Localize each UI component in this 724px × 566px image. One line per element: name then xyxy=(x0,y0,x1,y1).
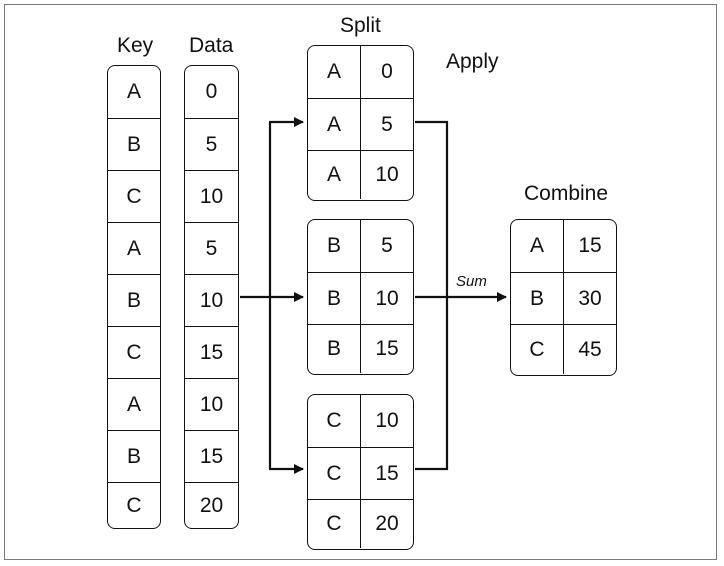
data-row: 10 xyxy=(185,378,238,430)
apply-header: Apply xyxy=(446,50,499,73)
combine-row: C 45 xyxy=(511,324,616,374)
data-row: 20 xyxy=(185,482,238,528)
split-value-cell: 5 xyxy=(360,220,413,272)
split-key-cell: A xyxy=(326,60,341,83)
split-key-cell: B xyxy=(326,286,341,310)
data-cell: 0 xyxy=(205,80,218,103)
split-group-a: A 0 A 5 A 10 xyxy=(307,45,414,201)
data-row: 5 xyxy=(185,118,238,170)
combine-value-cell: 15 xyxy=(563,220,616,272)
key-row: C xyxy=(108,326,160,378)
split-key-cell: C xyxy=(326,512,342,535)
combine-row: B 30 xyxy=(511,272,616,324)
key-header: Key xyxy=(117,34,154,57)
key-cell: B xyxy=(126,132,141,156)
data-row: 10 xyxy=(185,274,238,326)
split-value-cell: 20 xyxy=(360,500,413,548)
key-cell: C xyxy=(126,494,142,517)
data-cell: 10 xyxy=(199,288,224,312)
split-group-b: B 5 B 10 B 15 xyxy=(307,219,414,375)
split-key-cell: A xyxy=(326,163,341,186)
key-row: A xyxy=(108,66,160,118)
key-table: A B C A B C A B C xyxy=(107,65,161,529)
split-row: A 5 xyxy=(308,98,413,150)
split-key-cell: B xyxy=(326,337,341,360)
key-cell: C xyxy=(126,184,142,208)
key-row: A xyxy=(108,222,160,274)
key-row: C xyxy=(108,482,160,528)
data-cell: 20 xyxy=(199,494,224,517)
key-row: C xyxy=(108,170,160,222)
data-cell: 10 xyxy=(199,392,224,416)
split-value-cell: 10 xyxy=(360,151,413,199)
split-row: B 15 xyxy=(308,324,413,373)
split-key-cell: C xyxy=(326,409,342,432)
combine-row: A 15 xyxy=(511,220,616,272)
key-cell: A xyxy=(126,236,141,260)
split-row: C 20 xyxy=(308,499,413,548)
split-value-cell: 15 xyxy=(360,325,413,373)
data-cell: 15 xyxy=(199,444,224,468)
combine-key-cell: A xyxy=(529,234,544,257)
data-cell: 10 xyxy=(199,184,224,208)
data-row: 5 xyxy=(185,222,238,274)
split-row: A 0 xyxy=(308,46,413,98)
combine-key-cell: C xyxy=(529,337,545,361)
split-key-cell: A xyxy=(326,112,341,136)
split-header: Split xyxy=(340,14,381,37)
split-value-cell: 15 xyxy=(360,448,413,499)
split-value-cell: 10 xyxy=(360,395,413,447)
figure-frame xyxy=(4,4,717,560)
data-cell: 5 xyxy=(205,236,218,260)
apply-function-label: Sum xyxy=(456,273,487,290)
data-table: 0 5 10 5 10 15 10 15 20 xyxy=(184,65,239,529)
split-value-cell: 10 xyxy=(360,273,413,324)
split-group-c: C 10 C 15 C 20 xyxy=(307,394,414,550)
split-row: A 10 xyxy=(308,150,413,199)
key-row: B xyxy=(108,118,160,170)
combine-header: Combine xyxy=(524,182,609,205)
split-row: B 5 xyxy=(308,220,413,272)
data-cell: 15 xyxy=(199,340,224,364)
data-row: 15 xyxy=(185,430,238,482)
split-value-cell: 5 xyxy=(360,99,413,150)
key-row: B xyxy=(108,274,160,326)
key-row: A xyxy=(108,378,160,430)
combine-table: A 15 B 30 C 45 xyxy=(510,219,617,376)
split-row: B 10 xyxy=(308,272,413,324)
data-header: Data xyxy=(189,34,234,57)
key-cell: C xyxy=(126,340,142,364)
key-cell: B xyxy=(126,288,141,312)
split-key-cell: B xyxy=(326,234,341,257)
split-row: C 10 xyxy=(308,395,413,447)
split-row: C 15 xyxy=(308,447,413,499)
data-row: 15 xyxy=(185,326,238,378)
key-cell: A xyxy=(126,80,141,103)
combine-value-cell: 30 xyxy=(563,273,616,324)
combine-value-cell: 45 xyxy=(563,325,616,374)
key-cell: B xyxy=(126,444,141,468)
split-value-cell: 0 xyxy=(360,46,413,98)
key-cell: A xyxy=(126,392,141,416)
key-row: B xyxy=(108,430,160,482)
data-row: 10 xyxy=(185,170,238,222)
data-cell: 5 xyxy=(205,132,218,156)
split-key-cell: C xyxy=(326,461,342,485)
data-row: 0 xyxy=(185,66,238,118)
combine-key-cell: B xyxy=(529,286,544,310)
